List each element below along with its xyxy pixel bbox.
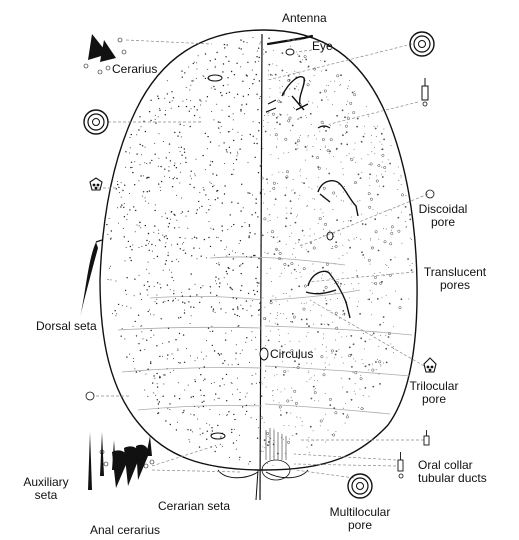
discoidal-pore-icon [425,189,435,199]
label-antenna: Antenna [282,11,327,25]
circulus-drawing [259,347,269,361]
leader-lines [96,39,429,479]
body-cerarius-spot [207,74,223,82]
anal-ring [261,459,291,481]
label-circulus: Circulus [270,347,314,361]
cerarius-spines-icon [83,34,127,75]
body-outline [99,29,418,471]
oral-collar-duct-icon-top [421,78,429,107]
body-stipple [106,37,413,467]
fore-leg [281,76,309,111]
discoidal-pore-icon-left [85,391,95,401]
label-dorsal-seta: Dorsal seta [36,319,97,333]
trilocular-pore-icon [423,357,437,373]
anal-tail [255,469,259,501]
trilocular-pore-icon-left [89,177,103,191]
body-midline [259,33,263,501]
anal-cerarius-icon [88,432,155,490]
label-anal-cerarius: Anal cerarius [90,523,161,537]
label-cerarius: Cerarius [112,62,158,76]
anal-ring-region [265,428,287,460]
hind-leg [305,270,351,319]
spiracle [326,231,334,241]
label-cerarian-seta: Cerarian seta [158,499,231,513]
anal-lobes [217,469,309,479]
dorsal-seta-icon [80,239,103,318]
mouthparts [265,99,331,129]
segment-lines [117,256,413,415]
multilocular-pore-icon-left [83,109,109,135]
eye-drawing [285,48,295,56]
body-anal-cerarius-spot [210,432,226,440]
multilocular-pore-icon-top [409,31,435,57]
oral-collar-duct-icon [397,430,430,479]
label-eye: Eye [312,39,333,53]
mid-leg [317,180,359,217]
multilocular-pore-icon [347,473,373,499]
